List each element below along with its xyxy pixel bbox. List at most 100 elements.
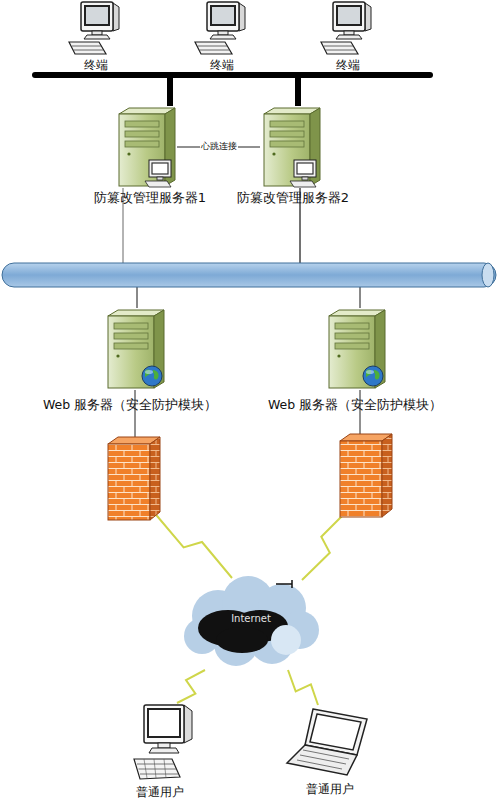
internet-cloud-icon-part: [216, 627, 268, 653]
management-server-icon-part: [270, 141, 304, 147]
web-server-icon-part: [335, 333, 369, 339]
web-server-icon: [325, 308, 387, 390]
web-server-icon-part: [114, 343, 148, 349]
web-server-icon-part: [116, 354, 119, 357]
management-server-icon-part: [270, 131, 304, 137]
management-server-icon-part: [290, 181, 316, 187]
management-server: 防篡改管理服务器1: [115, 106, 177, 188]
web-server-icon-part: [153, 370, 159, 379]
terminal-node-icon-part: [85, 6, 109, 25]
management-server-icon-part: [270, 121, 304, 127]
firewall-symbol: [340, 434, 392, 517]
firewall-symbol-part: [340, 441, 382, 517]
node-label: Web 服务器（安全防护模块）: [43, 398, 217, 412]
connector: [177, 670, 205, 703]
terminal-node-icon: [192, 0, 252, 56]
cloud-label: Internet: [180, 613, 322, 625]
firewall-symbol: [108, 437, 160, 520]
user-desktop-icon-part: [144, 705, 184, 743]
terminal-node-icon-part: [92, 31, 102, 35]
user-laptop-icon-part: [287, 745, 357, 775]
web-server-icon-part: [337, 354, 340, 357]
web-server-icon-part: [366, 370, 374, 374]
terminal-node-icon-part: [239, 3, 245, 31]
management-server-icon-part: [272, 152, 275, 155]
internet-cloud-icon-part: [271, 625, 301, 655]
terminal-node-icon-part: [69, 42, 106, 54]
connector-line: [300, 188, 360, 308]
terminal-node-icon-part: [113, 3, 119, 31]
web-server: Web 服务器（安全防护模块）: [325, 308, 387, 390]
connector: [300, 188, 360, 308]
web-server-icon-part: [374, 370, 380, 379]
terminal-node: 终端: [192, 0, 252, 73]
node-label: 普通用户: [306, 783, 354, 797]
web-server-icon-part: [335, 343, 369, 349]
management-server-icon: [115, 106, 177, 188]
firewall-symbol-part: [150, 437, 160, 520]
terminal-label: 终端: [66, 59, 126, 73]
user-desktop-icon-part: [134, 759, 180, 779]
terminal-node-icon-part: [198, 46, 230, 50]
web-server-icon-part: [335, 323, 369, 329]
terminal-node-icon-part: [218, 31, 228, 35]
terminal-node-icon-part: [84, 35, 110, 39]
management-server-icon-part: [125, 131, 159, 137]
management-server-icon-part: [127, 152, 130, 155]
terminal-label: 终端: [318, 59, 378, 73]
connector-line: [123, 188, 137, 308]
management-server-icon: [260, 106, 322, 188]
user-desktop-icon-part: [148, 709, 180, 737]
connector-line: [170, 73, 348, 106]
internet-cloud: Internet: [180, 570, 322, 670]
connector-line: [288, 670, 318, 705]
management-server-icon-part: [145, 181, 171, 187]
terminal-node-icon-part: [324, 46, 356, 50]
management-server-icon-part: [125, 141, 159, 147]
internet-cloud-icon-part: [276, 580, 292, 588]
web-server-icon: [104, 308, 166, 390]
management-server-icon-part: [152, 163, 168, 174]
web-server-icon-part: [142, 366, 162, 386]
terminal-node-icon-part: [81, 2, 113, 31]
terminal-node: 终端: [318, 0, 378, 73]
management-server-icon-part: [302, 177, 308, 180]
firewall-symbol-part: [108, 444, 150, 520]
network-pipe: [2, 263, 496, 287]
user-desktop-icon-part: [149, 748, 179, 753]
terminal-node-icon-part: [365, 3, 371, 31]
network-pipe-part: [482, 263, 494, 287]
terminal-node-icon: [66, 0, 126, 56]
user-desktop-icon-part: [184, 705, 192, 743]
node-label: Web 服务器（安全防护模块）: [268, 398, 442, 412]
management-server-icon-part: [149, 160, 171, 177]
user-laptop-icon-part: [297, 750, 349, 769]
user-desktop-icon: [132, 703, 194, 781]
web-server: Web 服务器（安全防护模块）: [104, 308, 166, 390]
management-server-icon-part: [294, 160, 316, 177]
connector: [170, 73, 348, 106]
connector-line: [302, 508, 350, 580]
terminal-node-icon-part: [321, 42, 358, 54]
terminal-node-icon: [318, 0, 378, 56]
user-laptop-icon-part: [310, 714, 361, 750]
web-server-icon-part: [114, 323, 148, 329]
management-server-icon-part: [297, 163, 313, 174]
web-server-icon-part: [363, 366, 383, 386]
connector-line: [123, 188, 360, 308]
terminal-node-icon-part: [211, 6, 235, 25]
management-server-icon-part: [157, 177, 163, 180]
firewall-symbol-part: [382, 434, 392, 517]
terminal-node-icon-part: [337, 6, 361, 25]
node-label: 防篡改管理服务器2: [237, 191, 349, 206]
terminal-label: 终端: [192, 59, 252, 73]
terminal-node-icon-part: [333, 2, 365, 31]
user-desktop-icon-part: [137, 764, 178, 774]
edge-label: 心跳连接: [200, 142, 238, 152]
connector: [135, 390, 232, 578]
user-laptop: 普通用户: [283, 705, 373, 777]
network-pipe-part: [2, 263, 496, 287]
connector: [298, 73, 348, 106]
